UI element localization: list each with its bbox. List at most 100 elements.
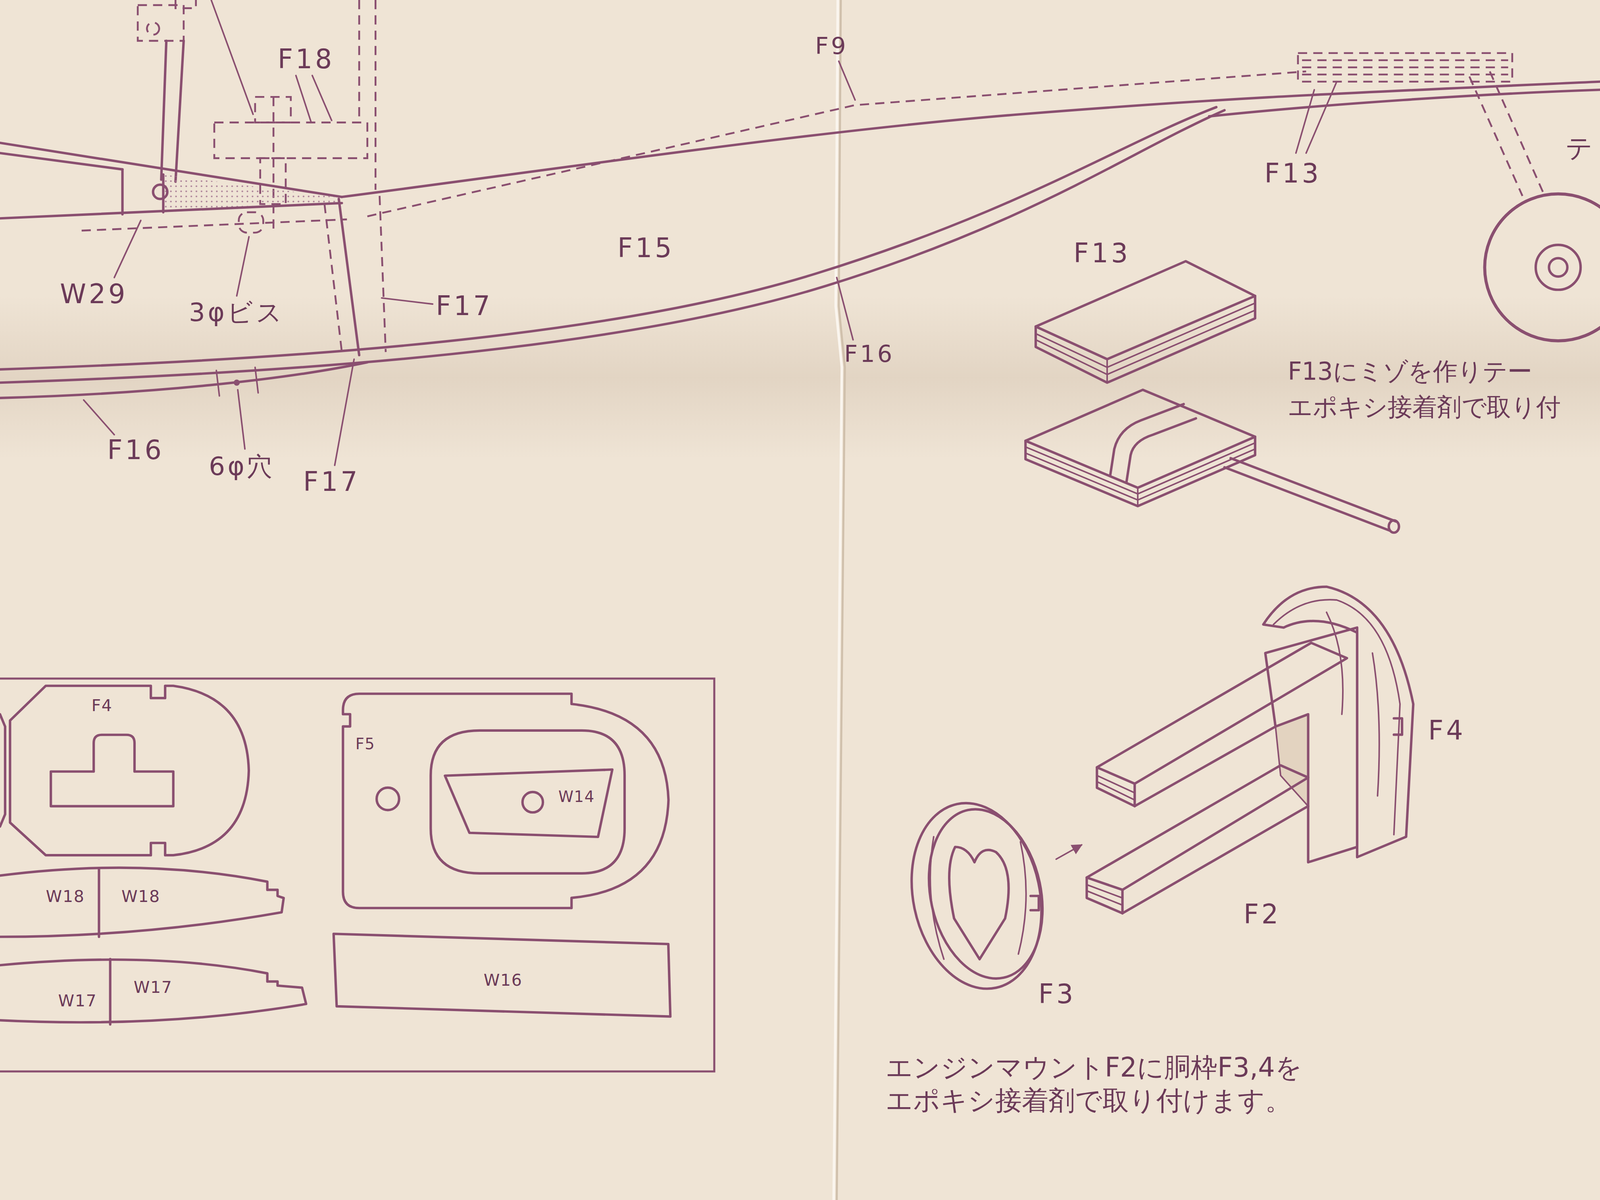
ring-notch — [1030, 896, 1039, 911]
part-number: W18 — [121, 888, 161, 906]
part-outline-path — [10, 685, 250, 856]
plate-top — [1035, 261, 1256, 360]
leader-line — [236, 236, 250, 297]
part-outline-path — [342, 694, 669, 909]
part-number: W14 — [558, 789, 595, 805]
wing-line — [161, 174, 165, 213]
part-label: F16 — [107, 436, 165, 464]
assembly-note: エンジンマウントF2に胴枠F3,4を エポキシ接着剤で取り付けます。 — [885, 1051, 1303, 1118]
part-outline: W18W18 — [0, 855, 288, 941]
part-outline-path — [97, 869, 100, 937]
engine-mount-isometric — [1086, 586, 1414, 914]
hidden-hole — [146, 22, 160, 35]
plate-layers — [1035, 303, 1256, 383]
part-shape — [5, 681, 253, 860]
part-label: F15 — [617, 234, 675, 262]
part-number: F4 — [91, 698, 113, 715]
wire-end — [1388, 520, 1400, 533]
fuselage-curve — [0, 107, 1217, 370]
part-label: W29 — [59, 280, 128, 308]
leader-line — [237, 389, 245, 449]
cut-text: テ — [1565, 134, 1596, 162]
bulkhead-edge — [1273, 599, 1400, 835]
plate-side — [1025, 436, 1256, 507]
part-outline-path — [444, 769, 613, 837]
tail-wheel — [1484, 194, 1600, 341]
wing-line — [0, 153, 123, 170]
mount-arm — [1096, 767, 1135, 807]
mount-arm — [1086, 877, 1123, 914]
hole-label: 6φ穴 — [208, 453, 275, 479]
part-number: W17 — [57, 992, 97, 1010]
leader-line — [114, 220, 141, 278]
cut-part — [0, 714, 6, 827]
mount-web — [1275, 714, 1308, 806]
hardware-label: 3φビス — [188, 299, 285, 325]
parts-frame — [0, 678, 715, 1072]
hidden-part — [137, 5, 184, 41]
mount-arm — [1134, 726, 1276, 807]
screw-axis — [272, 96, 275, 235]
groove — [1110, 403, 1184, 476]
leader-line — [838, 61, 856, 100]
wood-grain — [1326, 612, 1380, 797]
part-number: F5 — [355, 736, 376, 752]
parts-sheet — [0, 678, 715, 1072]
part-outline-path — [109, 959, 112, 1025]
fuselage-side-view — [0, 0, 1600, 466]
leader-line — [334, 359, 354, 466]
leader-line — [83, 400, 115, 435]
part-outline-path — [376, 787, 400, 811]
part-outline: F4 — [5, 681, 253, 860]
leader-line — [296, 75, 332, 123]
assembly-arrow — [1055, 844, 1082, 860]
fuselage-top — [341, 81, 1600, 198]
former-line — [338, 198, 360, 355]
hole-mark — [233, 379, 240, 386]
tail-strut — [1469, 76, 1523, 197]
part-label: F17 — [303, 468, 361, 495]
f13-layers — [1301, 60, 1508, 75]
part-shape — [338, 689, 673, 913]
hidden-line — [358, 0, 361, 123]
tail-strut — [1489, 71, 1543, 192]
leader-line — [381, 298, 433, 304]
ring-front — [913, 798, 1058, 989]
part-outline-path — [51, 734, 174, 806]
part-outline-path — [0, 959, 306, 1023]
hidden-part — [175, 0, 196, 9]
hole-block — [255, 367, 259, 393]
strut-line — [175, 40, 184, 182]
hole-block — [216, 370, 220, 396]
ring-hole — [949, 846, 1009, 960]
wheel-axle — [1548, 258, 1568, 277]
wing-line — [0, 203, 342, 219]
part-label: F16 — [844, 342, 895, 366]
dowel — [153, 184, 168, 199]
hidden-line — [374, 0, 377, 190]
part-outline: F5W14 — [338, 689, 673, 913]
strut-line — [161, 40, 167, 180]
part-label: F13 — [1264, 160, 1322, 187]
part-outline: W14 — [440, 765, 617, 841]
part-label: F17 — [435, 292, 493, 320]
part-number: W17 — [133, 979, 173, 997]
part-label: F2 — [1243, 901, 1281, 928]
plate-layers — [1025, 442, 1256, 506]
part-outline: W17W17 — [0, 946, 311, 1033]
wire — [1230, 458, 1397, 522]
leader-line — [836, 277, 854, 340]
part-label: F4 — [1428, 717, 1466, 745]
assembly-note: F13にミゾを作りテー エポキシ接着剤で取り付 — [1287, 353, 1561, 425]
part-outline-path — [0, 867, 284, 937]
screw-head — [238, 212, 264, 233]
fold-crease — [833, 0, 843, 1200]
part-label: F9 — [815, 34, 849, 58]
part-label: F18 — [277, 46, 335, 73]
wheel-hub — [1535, 244, 1581, 290]
bulkhead-f3-isometric — [895, 790, 1082, 1001]
